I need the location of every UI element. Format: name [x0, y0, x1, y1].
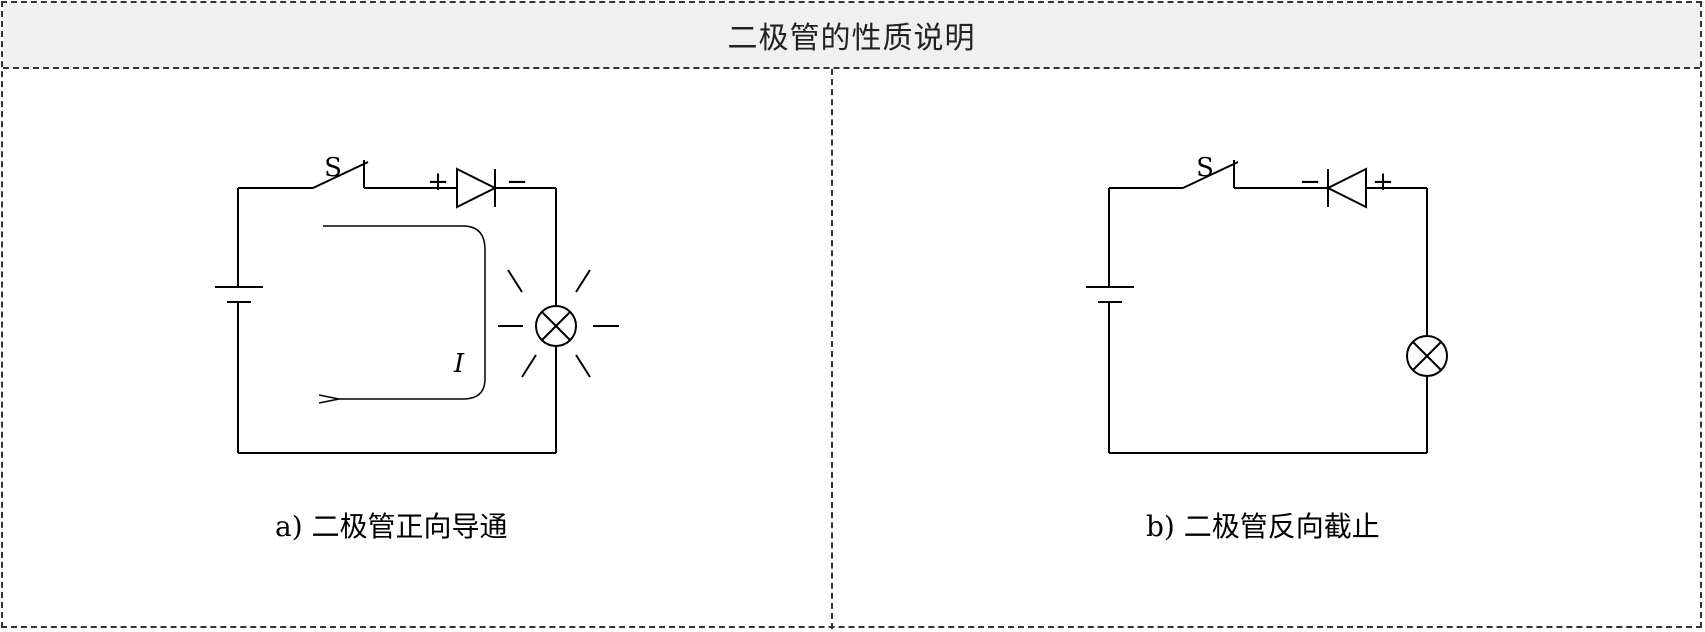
- diode-plus-label: +: [1372, 167, 1394, 197]
- switch-label: S: [1196, 153, 1214, 183]
- circuit-forward: S + − I: [215, 153, 619, 454]
- lamp-cross-2: [541, 311, 571, 341]
- switch-label: S: [324, 153, 342, 183]
- current-label: I: [453, 349, 465, 379]
- diode-minus-label: −: [1299, 167, 1321, 197]
- lamp-ray-lower-left: [521, 354, 537, 378]
- caption-forward: a) 二极管正向导通: [275, 510, 508, 543]
- switch-blade: [1182, 161, 1239, 189]
- lamp-cross-2: [1412, 341, 1442, 371]
- diode-triangle: [1325, 167, 1367, 209]
- panel-divider: [831, 69, 833, 629]
- panel-reverse-blocking: S − + b) 二极管反向截止: [833, 69, 1703, 629]
- lamp-ray-upper-right: [575, 269, 591, 293]
- caption-reverse: b) 二极管反向截止: [1146, 510, 1380, 543]
- header-bar: 二极管的性质说明: [3, 3, 1700, 69]
- lamp-ray-lower-right: [575, 354, 591, 378]
- switch-blade: [312, 161, 369, 189]
- panel-forward-conduction: S + − I a) 二极管正向导通: [3, 69, 831, 629]
- diode-triangle: [456, 167, 498, 209]
- lamp-ray-upper-left: [507, 269, 523, 293]
- current-flow-arrow: [323, 225, 486, 399]
- diagram-title: 二极管的性质说明: [727, 21, 976, 56]
- circuit-reverse: S − +: [1086, 153, 1448, 454]
- diode-minus-label: −: [506, 167, 528, 197]
- diode-plus-label: +: [427, 167, 449, 197]
